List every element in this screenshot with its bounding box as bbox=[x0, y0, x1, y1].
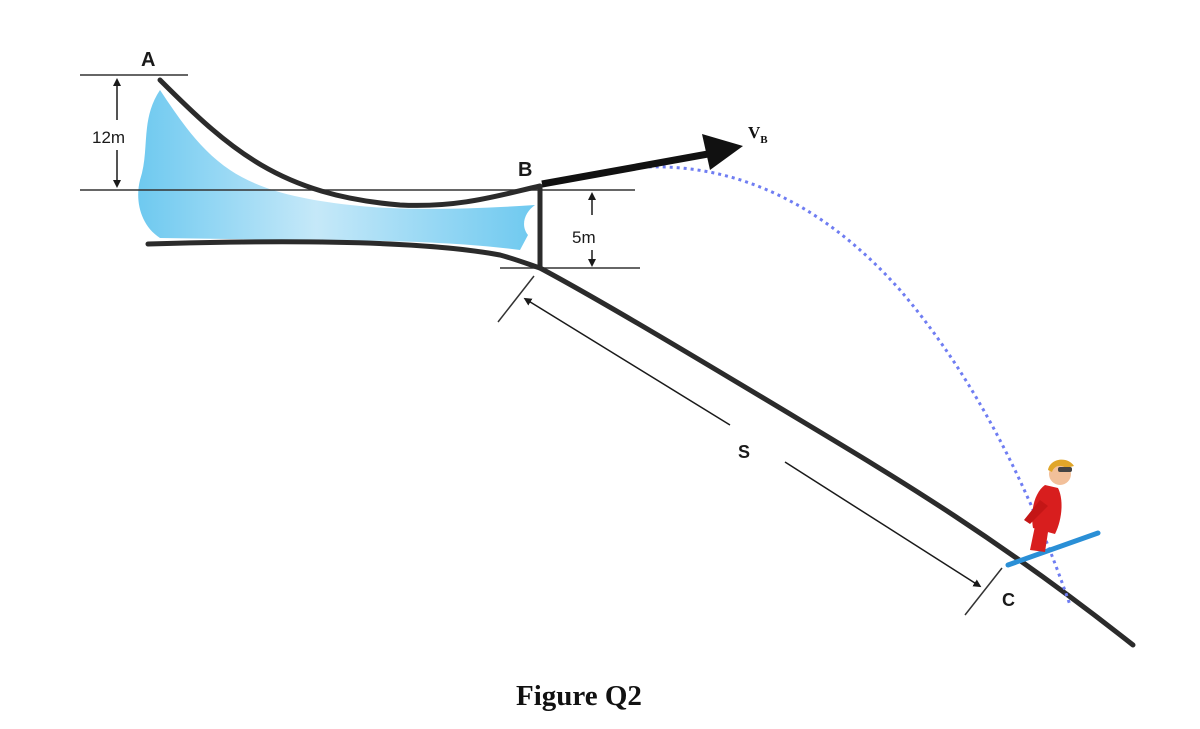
distance-s-arrow-end bbox=[784, 461, 982, 588]
label-velocity-sub: B bbox=[760, 134, 768, 146]
water-fill bbox=[138, 90, 535, 250]
lower-embankment bbox=[145, 239, 543, 271]
label-12m: 12m bbox=[92, 128, 125, 147]
figure-caption: Figure Q2 bbox=[516, 680, 642, 712]
label-s: S bbox=[738, 442, 750, 462]
skier-body bbox=[1032, 485, 1062, 534]
trajectory-path bbox=[599, 165, 1072, 606]
skier-icon bbox=[1005, 459, 1101, 568]
skis-icon bbox=[1005, 530, 1101, 568]
label-point-a: A bbox=[141, 49, 155, 71]
label-point-b: B bbox=[518, 159, 532, 181]
velocity-arrow-shaft bbox=[541, 150, 709, 188]
landing-slope bbox=[537, 265, 1136, 648]
label-5m: 5m bbox=[572, 228, 596, 247]
skier-helmet bbox=[1048, 459, 1074, 472]
label-point-c: C bbox=[1002, 590, 1015, 610]
tick-c bbox=[964, 567, 1003, 616]
distance-s-arrow-start bbox=[523, 297, 731, 426]
ramp-curve bbox=[157, 77, 543, 208]
skier-goggles bbox=[1058, 467, 1072, 472]
skier-legs bbox=[1030, 526, 1048, 552]
label-velocity: VB bbox=[748, 123, 768, 146]
skier-arm bbox=[1024, 500, 1048, 524]
label-velocity-main: V bbox=[748, 123, 761, 142]
tick-b bbox=[497, 275, 535, 323]
velocity-arrow-head bbox=[702, 134, 743, 170]
